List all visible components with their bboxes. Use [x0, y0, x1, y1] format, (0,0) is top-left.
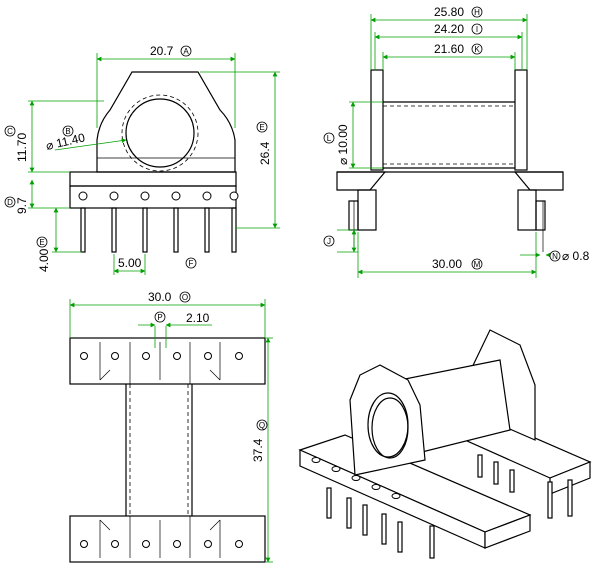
dim-o-tag: O [182, 293, 188, 302]
top-view: 30.0 O 2.10 P 37.4 Q [69, 290, 273, 563]
dim-k-tag: K [474, 45, 480, 54]
dim-p-tag: P [157, 313, 162, 322]
front-view: 20.7 A ⌀ 11.40 B 11.70 C 9.7 D 4.00 E 26… [4, 44, 280, 275]
dim-n-tag: N [552, 252, 558, 261]
dim-j-tag: J [327, 237, 331, 246]
dim-o-value: 30.0 [148, 290, 172, 304]
dim-n-value: ⌀ 0.8 [562, 249, 590, 263]
dim-l-tag: L [327, 134, 332, 143]
dim-e-pin-value: 4.00 [37, 248, 51, 272]
dim-a-tag: A [183, 47, 189, 56]
dim-h-tag: H [474, 8, 480, 17]
front-pin-holes [78, 191, 239, 201]
iso-pins [326, 454, 573, 559]
dim-i-tag: I [476, 25, 478, 34]
dim-c-value: 11.70 [15, 133, 29, 162]
isometric-view [298, 329, 592, 559]
dim-m-value: 30.00 [432, 257, 462, 271]
dim-m-tag: M [474, 260, 481, 269]
dim-b-tag: B [65, 127, 70, 136]
dim-p-value: 2.10 [186, 311, 210, 325]
dim-e-pin-tag: E [39, 238, 44, 247]
dim-a-value: 20.7 [150, 44, 174, 58]
dim-k-value: 21.60 [434, 42, 464, 56]
dim-e-height-tag: E [259, 123, 264, 132]
front-pins [80, 207, 237, 253]
top-pins-upper [80, 352, 243, 360]
dim-d-value: 9.7 [15, 197, 29, 214]
top-pins-lower [80, 540, 243, 548]
side-view: 25.80 H 24.20 I 21.60 K ⌀ 10.00 L J [323, 5, 590, 278]
dim-q-value: 37.4 [251, 438, 265, 462]
dim-d-tag: D [7, 198, 13, 207]
dim-e-height-value: 26.4 [258, 141, 272, 165]
dim-c-tag: C [7, 127, 13, 136]
dim-i-value: 24.20 [434, 22, 464, 36]
iso-pin-tops [311, 457, 401, 499]
dim-q-tag: Q [259, 421, 265, 430]
dim-l-value: ⌀ 10.00 [336, 124, 350, 165]
dim-f-tag: F [189, 259, 194, 268]
dim-h-value: 25.80 [434, 5, 464, 19]
dim-f-value: 5.00 [118, 256, 142, 270]
